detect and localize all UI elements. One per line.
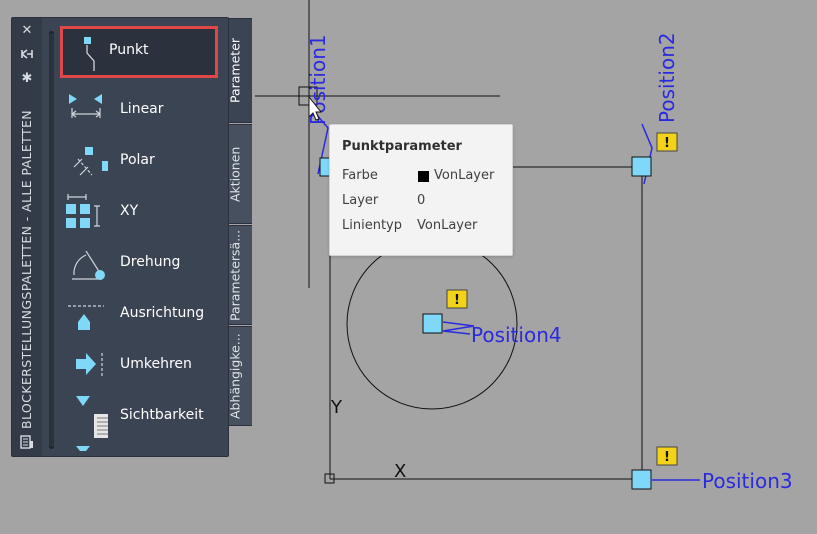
tool-polar-parameter[interactable]: Polar xyxy=(58,136,226,187)
palette-title: BLOCKERSTELLUNGSPALETTEN - ALLE PALETTEN xyxy=(19,110,34,430)
crosshair-pickbox xyxy=(298,86,318,106)
tool-label: Punkt xyxy=(109,42,149,58)
tool-rotation-parameter[interactable]: Drehung xyxy=(58,238,226,289)
auto-hide-icon[interactable] xyxy=(19,47,35,63)
tooltip-key: Linientyp xyxy=(342,218,402,233)
tool-label: Polar xyxy=(120,152,155,168)
tool-label: XY xyxy=(120,203,139,219)
scrollbar-thumb[interactable] xyxy=(49,33,54,447)
color-swatch xyxy=(418,171,429,182)
block-authoring-palette: ✕ ✱ BLOCKERSTELLUNGSPALETTEN - ALLE PALE… xyxy=(11,17,229,457)
position2-grip[interactable] xyxy=(631,156,652,177)
tooltip-row-color: Farbe VonLayer xyxy=(342,168,512,186)
rotation-parameter-icon xyxy=(72,250,105,280)
tooltip-key: Farbe xyxy=(342,168,378,183)
position3-grip[interactable] xyxy=(631,469,652,490)
xy-parameter-icon xyxy=(66,194,100,228)
svg-text:!: ! xyxy=(664,450,670,465)
gear-icon[interactable]: ✱ xyxy=(21,71,33,86)
tool-list: Punkt Linear Polar xyxy=(58,24,226,452)
tooltip-key: Layer xyxy=(342,193,379,208)
linear-parameter-icon xyxy=(69,94,102,118)
position4-leader xyxy=(442,321,475,335)
tool-label: Sichtbarkeit xyxy=(120,407,204,423)
svg-text:!: ! xyxy=(454,293,460,308)
tool-visibility-parameter[interactable]: Sichtbarkeit xyxy=(58,391,226,442)
tooltip-row-layer: Layer 0 xyxy=(342,193,512,211)
polar-parameter-icon xyxy=(73,147,108,176)
tooltip-value: 0 xyxy=(417,193,426,208)
palette-list-icon[interactable] xyxy=(19,435,35,451)
position2-warning-icon[interactable]: ! xyxy=(656,132,678,152)
tooltip-value: VonLayer xyxy=(417,218,478,233)
position3-warning-icon[interactable]: ! xyxy=(656,446,678,466)
position4-warning-icon[interactable]: ! xyxy=(446,289,468,309)
flip-parameter-icon xyxy=(76,353,103,377)
tool-label: Linear xyxy=(120,101,164,117)
tool-label: Ausrichtung xyxy=(120,305,205,321)
ucs-y-label: Y xyxy=(330,397,343,418)
tooltip-title: Punktparameter xyxy=(342,139,462,154)
tool-linear-parameter[interactable]: Linear xyxy=(58,85,226,136)
palette-scrollbar[interactable] xyxy=(49,31,54,449)
svg-text:!: ! xyxy=(664,136,670,151)
position4-grip[interactable] xyxy=(422,313,443,334)
ucs-origin-marker xyxy=(324,473,335,484)
position4-label: Position4 xyxy=(471,323,562,347)
tool-xy-parameter[interactable]: XY xyxy=(58,187,226,238)
ucs-x-label: X xyxy=(394,461,406,482)
mouse-pointer-icon xyxy=(308,95,323,121)
palette-title-strip[interactable]: ✕ ✱ BLOCKERSTELLUNGSPALETTEN - ALLE PALE… xyxy=(12,18,42,456)
more-tools-icon xyxy=(76,446,90,451)
position2-label: Position2 xyxy=(655,32,679,123)
close-icon[interactable]: ✕ xyxy=(21,23,33,38)
tool-label: Drehung xyxy=(120,254,181,270)
tool-label: Umkehren xyxy=(120,356,192,372)
tooltip-row-linetype: Linientyp VonLayer xyxy=(342,218,512,236)
point-parameter-tooltip: Punktparameter Farbe VonLayer Layer 0 Li… xyxy=(329,124,513,256)
visibility-parameter-icon xyxy=(76,396,108,438)
point-parameter-icon xyxy=(84,37,95,71)
position3-label: Position3 xyxy=(702,469,793,493)
alignment-parameter-icon xyxy=(68,305,104,330)
tool-flip-parameter[interactable]: Umkehren xyxy=(58,340,226,391)
tool-point-parameter[interactable]: Punkt xyxy=(60,26,218,78)
tooltip-value: VonLayer xyxy=(434,168,495,183)
tool-alignment-parameter[interactable]: Ausrichtung xyxy=(58,289,226,340)
